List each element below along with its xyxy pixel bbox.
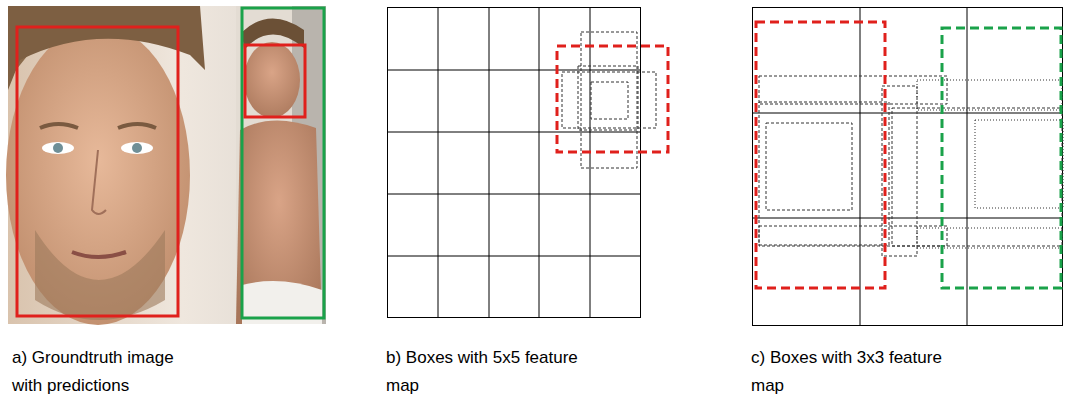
grid-5x5	[388, 8, 642, 319]
anchor-boxes-3x3-dotted	[917, 80, 1063, 248]
photo	[6, 6, 326, 325]
matched-box	[756, 22, 885, 288]
panel-caption: b) Boxes with 5x5 feature map	[386, 344, 591, 400]
grid-3x3	[753, 8, 1064, 327]
matched-box	[942, 28, 1061, 288]
anchor-boxes-3x3	[759, 76, 1062, 256]
matched-box	[557, 46, 668, 152]
panel-caption: a) Groundtruth image with predictions	[12, 344, 194, 400]
anchor-boxes-5x5	[562, 32, 656, 168]
panel-caption: c) Boxes with 3x3 feature map	[751, 344, 956, 400]
